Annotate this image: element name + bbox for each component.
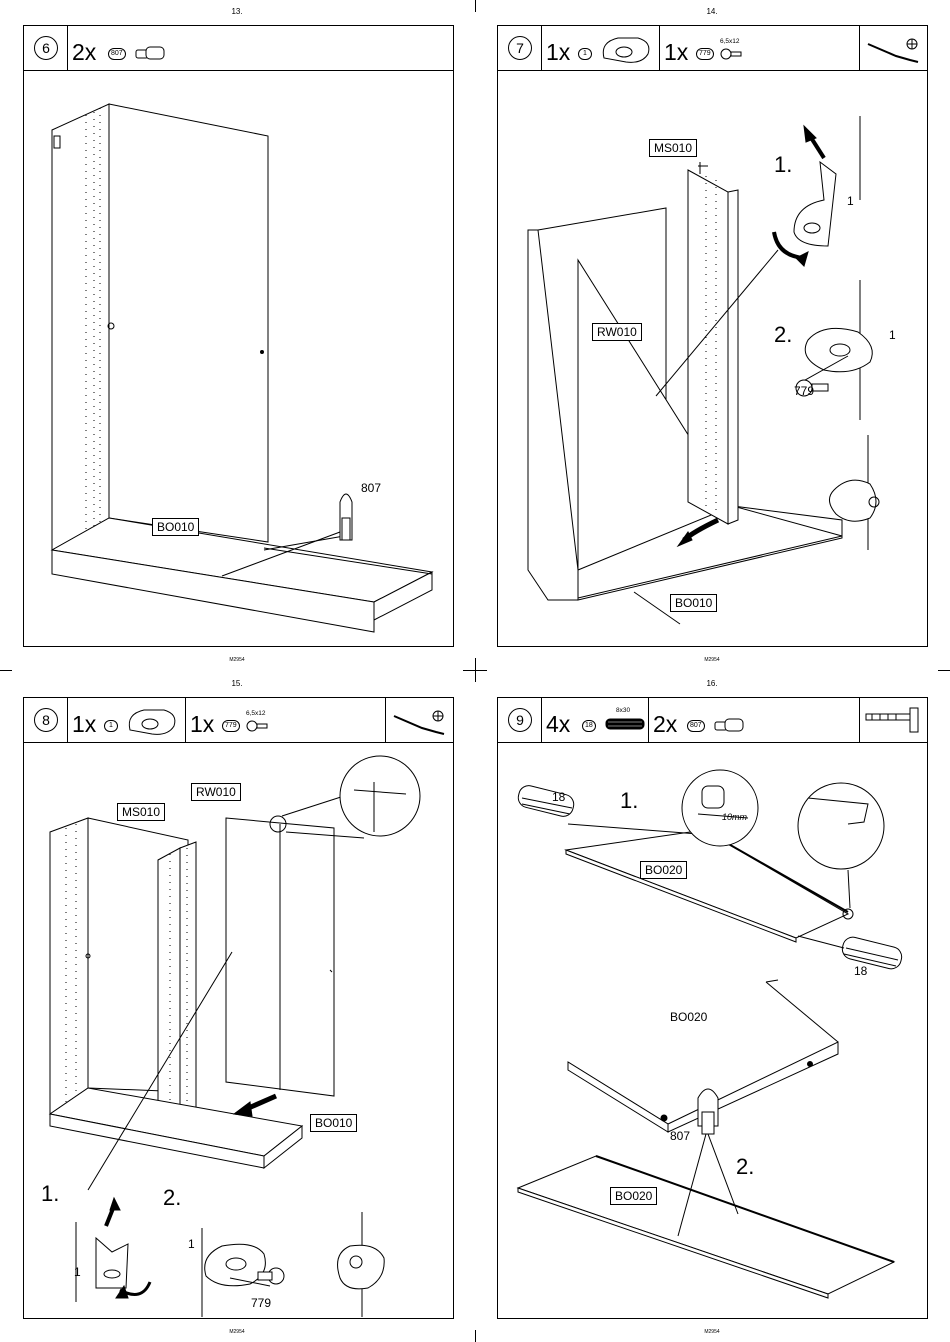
panel-header: 9 4x 18 8x30 2x 807 <box>498 698 927 743</box>
label-fitting-1: 1 <box>74 1265 81 1279</box>
parts-cell: 2x 807 <box>67 26 453 70</box>
step-number: 9 <box>508 708 532 732</box>
page-number-15: 15. <box>207 679 267 688</box>
label-fitting-1: 1 <box>847 194 854 208</box>
tools-cell <box>859 698 927 742</box>
panel-header: 8 1x 1 1x 779 6,5x12 <box>24 698 453 743</box>
part-code: 1 <box>104 720 118 732</box>
substep-1: 1. <box>41 1181 59 1207</box>
part-code: 18 <box>582 720 596 732</box>
label-fitting-1: 1 <box>188 1237 195 1251</box>
label-bo010: BO010 <box>152 518 199 536</box>
cabinet-illustration-7 <box>498 70 926 645</box>
panel-header: 7 1x 1 1x 779 6,5x12 <box>498 26 927 71</box>
label-rw010: RW010 <box>191 783 241 801</box>
part-code: 779 <box>222 720 240 732</box>
page-number-13: 13. <box>207 7 267 16</box>
substep-1: 1. <box>620 788 638 814</box>
substep-2: 2. <box>774 322 792 348</box>
cabinet-illustration-8 <box>24 742 452 1317</box>
part-qty: 4x <box>546 712 570 736</box>
part-spec: 6,5x12 <box>246 710 266 717</box>
page-number-14: 14. <box>682 7 742 16</box>
parts-cell: 2x 807 <box>648 698 860 742</box>
label-ms010: MS010 <box>117 803 165 821</box>
fluted-dowel-icon <box>604 716 646 732</box>
wooden-dowel-icon <box>713 716 749 734</box>
tools-cell <box>859 26 927 70</box>
label-fitting-1: 1 <box>889 328 896 342</box>
screw-icon <box>720 46 744 62</box>
parts-cell: 1x 1 <box>67 698 186 742</box>
step-panel-9: 9 4x 18 8x30 2x 807 <box>497 697 928 1319</box>
substep-1: 1. <box>774 152 792 178</box>
parts-cell: 1x 1 <box>541 26 660 70</box>
step-number: 7 <box>508 36 532 60</box>
crop-mark <box>475 0 476 12</box>
parts-cell: 4x 18 8x30 <box>541 698 649 742</box>
part-spec: 8x30 <box>616 707 630 714</box>
crop-mark <box>938 670 950 671</box>
label-bo020: BO020 <box>670 1010 707 1024</box>
label-ms010: MS010 <box>649 139 697 157</box>
label-rw010: RW010 <box>592 323 642 341</box>
part-code: 779 <box>696 48 714 60</box>
footer-code-14: M2954 <box>682 657 742 663</box>
hammer-icon <box>864 706 926 736</box>
label-dowel-807: 807 <box>670 1129 690 1143</box>
footer-code-15: M2954 <box>207 1329 267 1335</box>
step-panel-6: 6 2x 807 BO010 807 <box>23 25 454 647</box>
part-code: 807 <box>687 720 705 732</box>
screw-icon <box>246 718 270 734</box>
substep-2: 2. <box>736 1154 754 1180</box>
label-bo010: BO010 <box>670 594 717 612</box>
label-bo020: BO020 <box>610 1187 657 1205</box>
part-qty: 2x <box>72 40 96 64</box>
tools-cell <box>385 698 453 742</box>
part-qty: 1x <box>72 712 96 736</box>
step-panel-7: 7 1x 1 1x 779 6,5x12 <box>497 25 928 647</box>
label-screw-779: 779 <box>251 1296 271 1310</box>
assembly-illustration-9 <box>498 742 926 1317</box>
label-screw-779: 779 <box>794 384 814 398</box>
substep-2: 2. <box>163 1185 181 1211</box>
parts-cell: 1x 779 6,5x12 <box>185 698 386 742</box>
screwdriver-icon <box>866 34 922 64</box>
label-bo020: BO020 <box>640 861 687 879</box>
crop-mark <box>475 1330 476 1342</box>
crop-mark <box>475 658 476 682</box>
cabinet-illustration-6 <box>24 70 452 645</box>
part-qty: 1x <box>664 40 688 64</box>
screwdriver-icon <box>392 706 448 736</box>
wooden-dowel-icon <box>134 44 170 62</box>
step-panel-8: 8 1x 1 1x 779 6,5x12 <box>23 697 454 1319</box>
label-dowel-18: 18 <box>854 964 867 978</box>
part-spec: 6,5x12 <box>720 38 740 45</box>
label-807: 807 <box>361 481 381 495</box>
part-code: 807 <box>108 48 126 60</box>
dimension-label: 10mm <box>722 812 747 822</box>
part-qty: 1x <box>190 712 214 736</box>
page-number-16: 16. <box>682 679 742 688</box>
part-code: 1 <box>578 48 592 60</box>
step-number: 8 <box>34 708 58 732</box>
part-qty: 1x <box>546 40 570 64</box>
crop-mark <box>0 670 12 671</box>
footer-code-13: M2954 <box>207 657 267 663</box>
part-qty: 2x <box>653 712 677 736</box>
cam-fitting-icon <box>124 704 180 738</box>
label-dowel-18: 18 <box>552 790 565 804</box>
panel-header: 6 2x 807 <box>24 26 453 71</box>
parts-cell: 1x 779 6,5x12 <box>659 26 860 70</box>
label-bo010: BO010 <box>310 1114 357 1132</box>
cam-fitting-icon <box>598 32 654 66</box>
step-number: 6 <box>34 36 58 60</box>
footer-code-16: M2954 <box>682 1329 742 1335</box>
